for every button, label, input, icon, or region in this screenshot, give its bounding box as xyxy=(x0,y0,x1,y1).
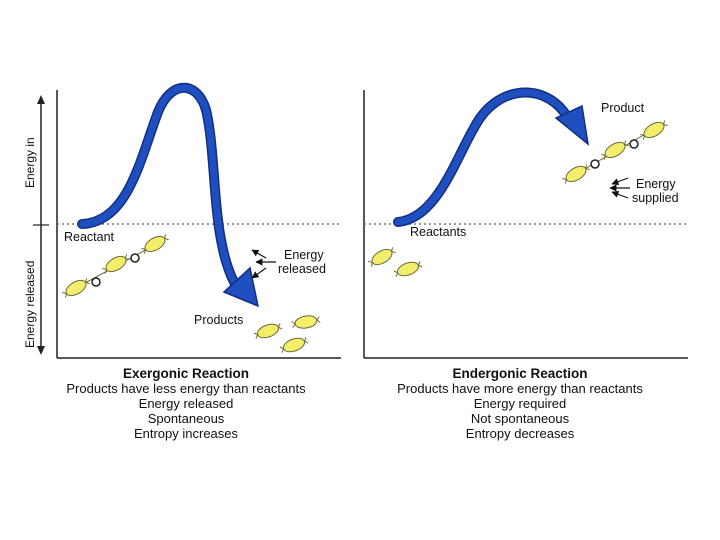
exergonic-caption-line: Products have less energy than reactants xyxy=(66,381,306,396)
reactant-molecule xyxy=(392,258,424,280)
exergonic-caption-line: Entropy increases xyxy=(133,426,239,441)
curve-arrowhead-endergonic xyxy=(554,104,590,146)
energy-released-arrows xyxy=(251,249,276,279)
exergonic-caption-line: Energy released xyxy=(138,396,234,411)
molecule-part xyxy=(599,137,631,163)
endergonic-caption-line: Energy required xyxy=(473,396,567,411)
product-molecules xyxy=(252,313,322,356)
bond-atom xyxy=(130,253,140,263)
reaction-curve-exergonic xyxy=(78,84,244,296)
energy-supplied-label-line2: supplied xyxy=(632,191,679,205)
molecule-part xyxy=(60,275,92,301)
product-molecule xyxy=(290,313,322,331)
endergonic-title: Endergonic Reaction xyxy=(452,366,588,381)
molecule-part xyxy=(560,161,592,187)
product-molecule xyxy=(252,320,284,342)
axis-label-energy-released: Energy released xyxy=(23,261,37,348)
bond-atom xyxy=(629,139,639,149)
molecule-part xyxy=(100,251,132,277)
exergonic-title: Exergonic Reaction xyxy=(122,366,250,381)
endergonic-caption: Endergonic Reaction Products have more e… xyxy=(370,366,670,441)
reaction-curve-endergonic xyxy=(394,89,572,226)
exergonic-caption-line: Spontaneous xyxy=(147,411,225,426)
reactants-label: Reactants xyxy=(410,225,466,239)
exergonic-panel: Energy in Energy released Reactant Produ… xyxy=(23,82,341,359)
reactant-molecules xyxy=(366,244,424,280)
molecule-part xyxy=(638,117,670,143)
axis-arrowhead-down xyxy=(37,346,45,355)
reactant-label: Reactant xyxy=(64,230,115,244)
product-molecule xyxy=(278,334,310,356)
products-label: Products xyxy=(194,313,243,327)
bond-atom xyxy=(590,159,600,169)
reactant-molecule xyxy=(60,231,171,301)
bond-atom xyxy=(91,277,101,287)
energy-supplied-label-line1: Energy xyxy=(636,177,676,191)
axis-arrowhead-up xyxy=(37,95,45,104)
endergonic-caption-line: Entropy decreases xyxy=(465,426,575,441)
molecule-part xyxy=(139,231,171,257)
product-molecule-chain xyxy=(560,117,670,187)
endergonic-caption-line: Products have more energy than reactants xyxy=(397,381,643,396)
energy-released-label-line2: released xyxy=(278,262,326,276)
curve-arrowhead-exergonic xyxy=(222,266,260,308)
reactant-molecule xyxy=(366,244,398,270)
endergonic-caption-line: Not spontaneous xyxy=(470,411,570,426)
exergonic-caption: Exergonic Reaction Products have less en… xyxy=(36,366,336,441)
product-label: Product xyxy=(601,101,645,115)
energy-released-label-line1: Energy xyxy=(284,248,324,262)
axis-label-energy-in: Energy in xyxy=(23,137,37,188)
endergonic-panel: Reactants Product Energy supplied xyxy=(363,87,688,359)
energy-supplied-arrows xyxy=(609,177,630,199)
